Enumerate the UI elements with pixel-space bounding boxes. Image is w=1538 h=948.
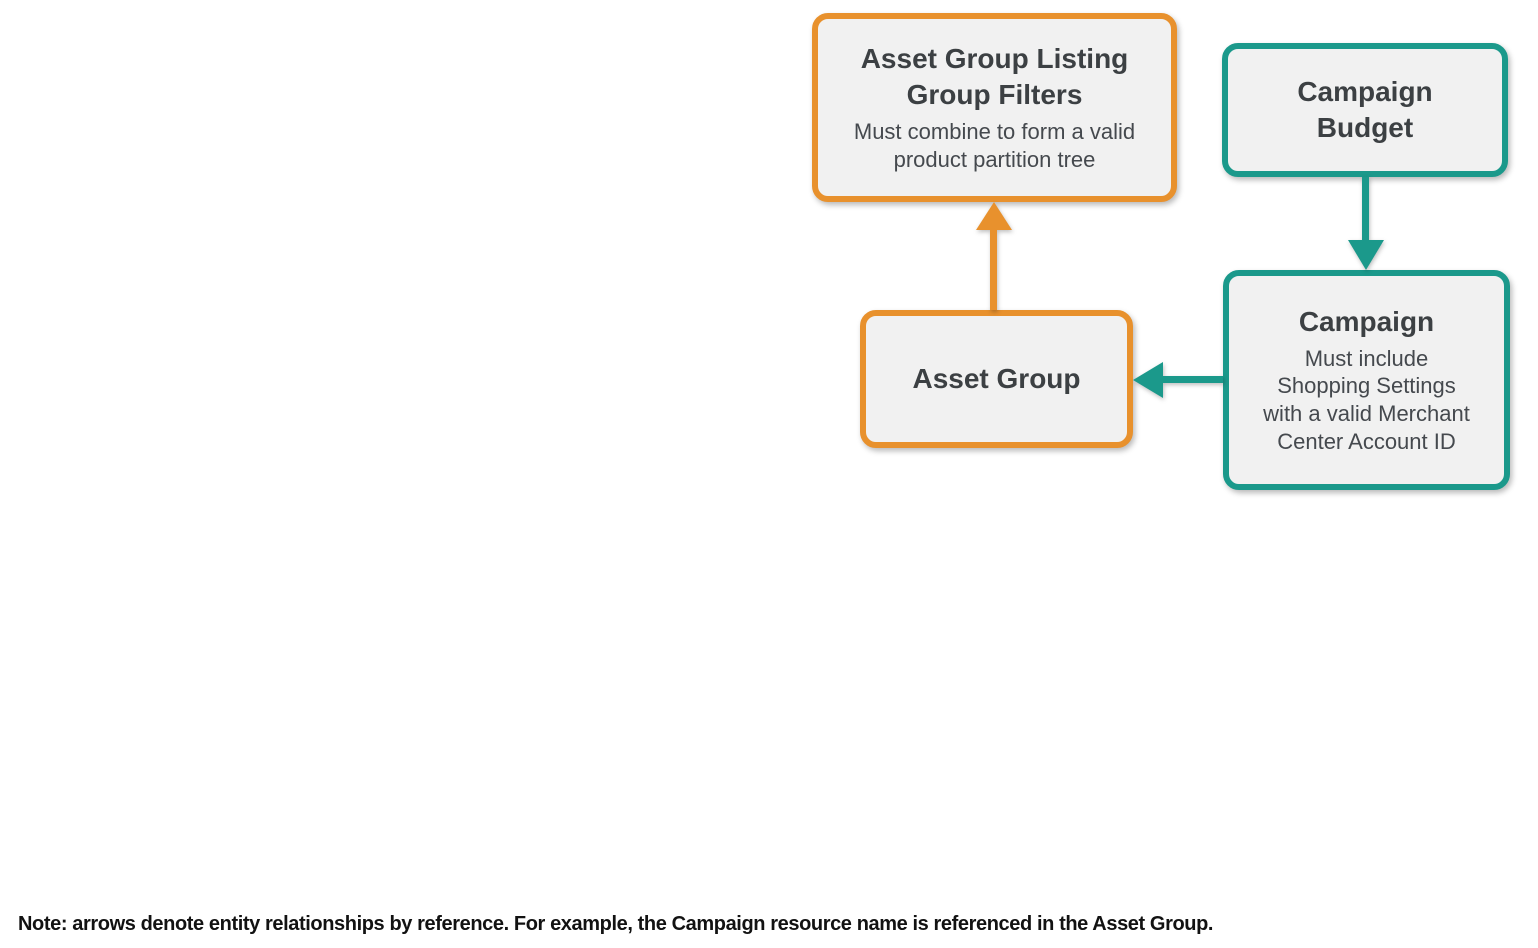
node-title-campaign-budget: Campaign Budget: [1297, 76, 1433, 143]
arrow-campaign-budget-to-campaign: [1348, 177, 1384, 270]
node-title-campaign: Campaign: [1298, 305, 1435, 337]
node-title-asset-group-listing-group-filters: Asset Group Listing Group Filters: [860, 43, 1129, 111]
node-campaign-budget: Campaign Budget: [1222, 43, 1508, 177]
arrow-shaft: [1362, 177, 1369, 242]
node-asset-group: Asset Group: [860, 310, 1133, 448]
node-asset-group-listing-group-filters: Asset Group Listing Group Filters Must c…: [812, 13, 1177, 202]
node-subtitle-campaign: Must include Shopping Settings with a va…: [1263, 345, 1470, 455]
note-text: Note: arrows denote entity relationships…: [18, 913, 1214, 935]
node-subtitle-asset-group-listing-group-filters: Must combine to form a valid product par…: [853, 118, 1136, 172]
node-campaign: Campaign Must include Shopping Settings …: [1223, 270, 1510, 490]
arrow-campaign-to-asset-group: [1133, 362, 1223, 398]
arrow-shaft: [990, 228, 997, 310]
arrow-asset-group-to-listing-filters: [976, 202, 1012, 310]
arrow-head-up-icon: [976, 202, 1012, 230]
arrow-head-left-icon: [1133, 362, 1163, 398]
node-title-asset-group: Asset Group: [912, 363, 1081, 395]
arrow-shaft: [1161, 376, 1223, 383]
arrow-head-down-icon: [1348, 240, 1384, 270]
